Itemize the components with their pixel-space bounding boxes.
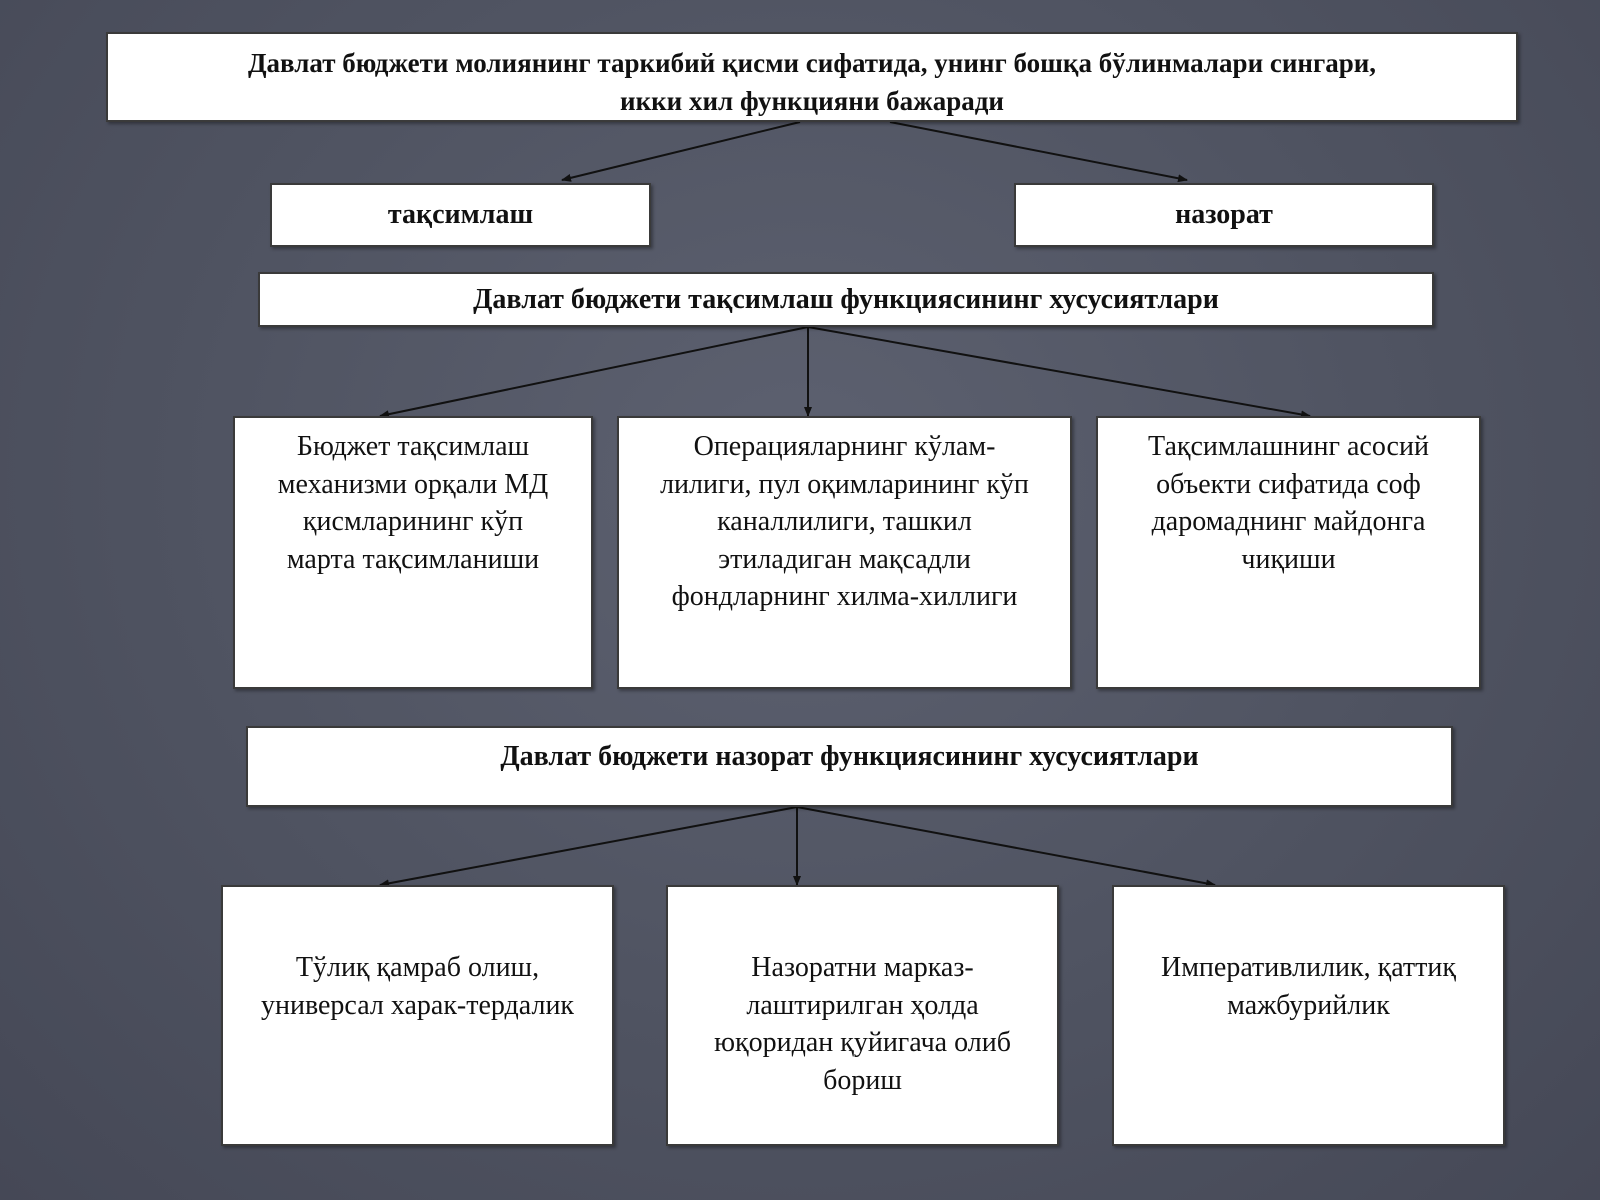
arrow-distribution-to-item-3	[807, 326, 1311, 419]
control-feature-3-line: Императивлилик, қаттиқ	[1160, 952, 1456, 983]
control-feature-2-line: Назоратни марказ-	[751, 952, 974, 983]
distribution-feature-1: Бюджет тақсимлаш механизми орқали МД қис…	[233, 416, 593, 689]
distribution-feature-3-line: чиқиши	[1241, 543, 1336, 575]
distribution-feature-1-line: Бюджет тақсимлаш	[296, 431, 530, 462]
distribution-feature-2-line: лилиги, пул оқимларининг кўп	[660, 468, 1029, 500]
control-features-header: Давлат бюджети назорат функциясининг хус…	[246, 726, 1453, 807]
control-feature-2-line: юқоридан қуйигача олиб	[714, 1027, 1011, 1058]
control-feature-2-line: бориш	[823, 1064, 902, 1096]
distribution-feature-2-line: каналлилиги, ташкил	[717, 506, 972, 537]
function-distribution: тақсимлаш	[270, 183, 651, 247]
distribution-feature-2-line: этиладиган мақсадли	[718, 543, 971, 575]
distribution-feature-2-line: фондларнинг хилма-хиллиги	[671, 581, 1018, 612]
distribution-header-label: Давлат бюджети тақсимлаш функциясининг х…	[473, 284, 1219, 315]
control-feature-3: Императивлилик, қаттиқ мажбурийлик	[1112, 885, 1505, 1146]
distribution-feature-2-line: Операцияларнинг кўлам-	[693, 431, 996, 462]
arrow-top-to-control	[889, 121, 1188, 183]
control-feature-2-line: лаштирилган ҳолда	[746, 989, 979, 1021]
arrow-top-to-distribution	[561, 121, 801, 182]
distribution-feature-3-line: даромаднинг майдонга	[1151, 506, 1426, 537]
distribution-feature-3-line: Тақсимлашнинг асосий	[1148, 431, 1429, 462]
statement-line-1: Давлат бюджети молиянинг таркибий қисми …	[247, 48, 1377, 78]
distribution-feature-1-line: марта тақсимланиши	[286, 543, 540, 575]
distribution-feature-2: Операцияларнинг кўлам- лилиги, пул оқимл…	[617, 416, 1072, 689]
control-feature-3-line: мажбурийлик	[1227, 989, 1390, 1021]
arrow-control-to-item-1	[379, 806, 798, 888]
distribution-feature-3-line: объекти сифатида соф	[1156, 468, 1421, 500]
control-feature-1-line: универсал харак-тердалик	[260, 989, 575, 1021]
distribution-feature-3: Тақсимлашнинг асосий объекти сифатида со…	[1096, 416, 1481, 689]
function-control-label: назорат	[1175, 199, 1273, 230]
control-feature-1-line: Тўлиқ қамраб олиш,	[295, 952, 540, 983]
distribution-features-header: Давлат бюджети тақсимлаш функциясининг х…	[258, 272, 1434, 327]
function-distribution-label: тақсимлаш	[387, 199, 534, 230]
distribution-feature-1-line: қисмларининг кўп	[302, 506, 524, 537]
control-header-label: Давлат бюджети назорат функциясининг хус…	[500, 741, 1199, 772]
arrow-distribution-to-item-1	[379, 326, 809, 419]
control-feature-1: Тўлиқ қамраб олиш, универсал харак-терда…	[221, 885, 614, 1146]
control-feature-2: Назоратни марказ- лаштирилган ҳолда юқор…	[666, 885, 1059, 1146]
statement-line-2: икки хил функцияни бажаради	[620, 86, 1004, 116]
function-control: назорат	[1014, 183, 1434, 247]
budget-functions-statement: Давлат бюджети молиянинг таркибий қисми …	[106, 32, 1518, 122]
distribution-feature-1-line: механизми орқали МД	[277, 468, 549, 500]
arrow-control-to-item-3	[796, 806, 1216, 888]
